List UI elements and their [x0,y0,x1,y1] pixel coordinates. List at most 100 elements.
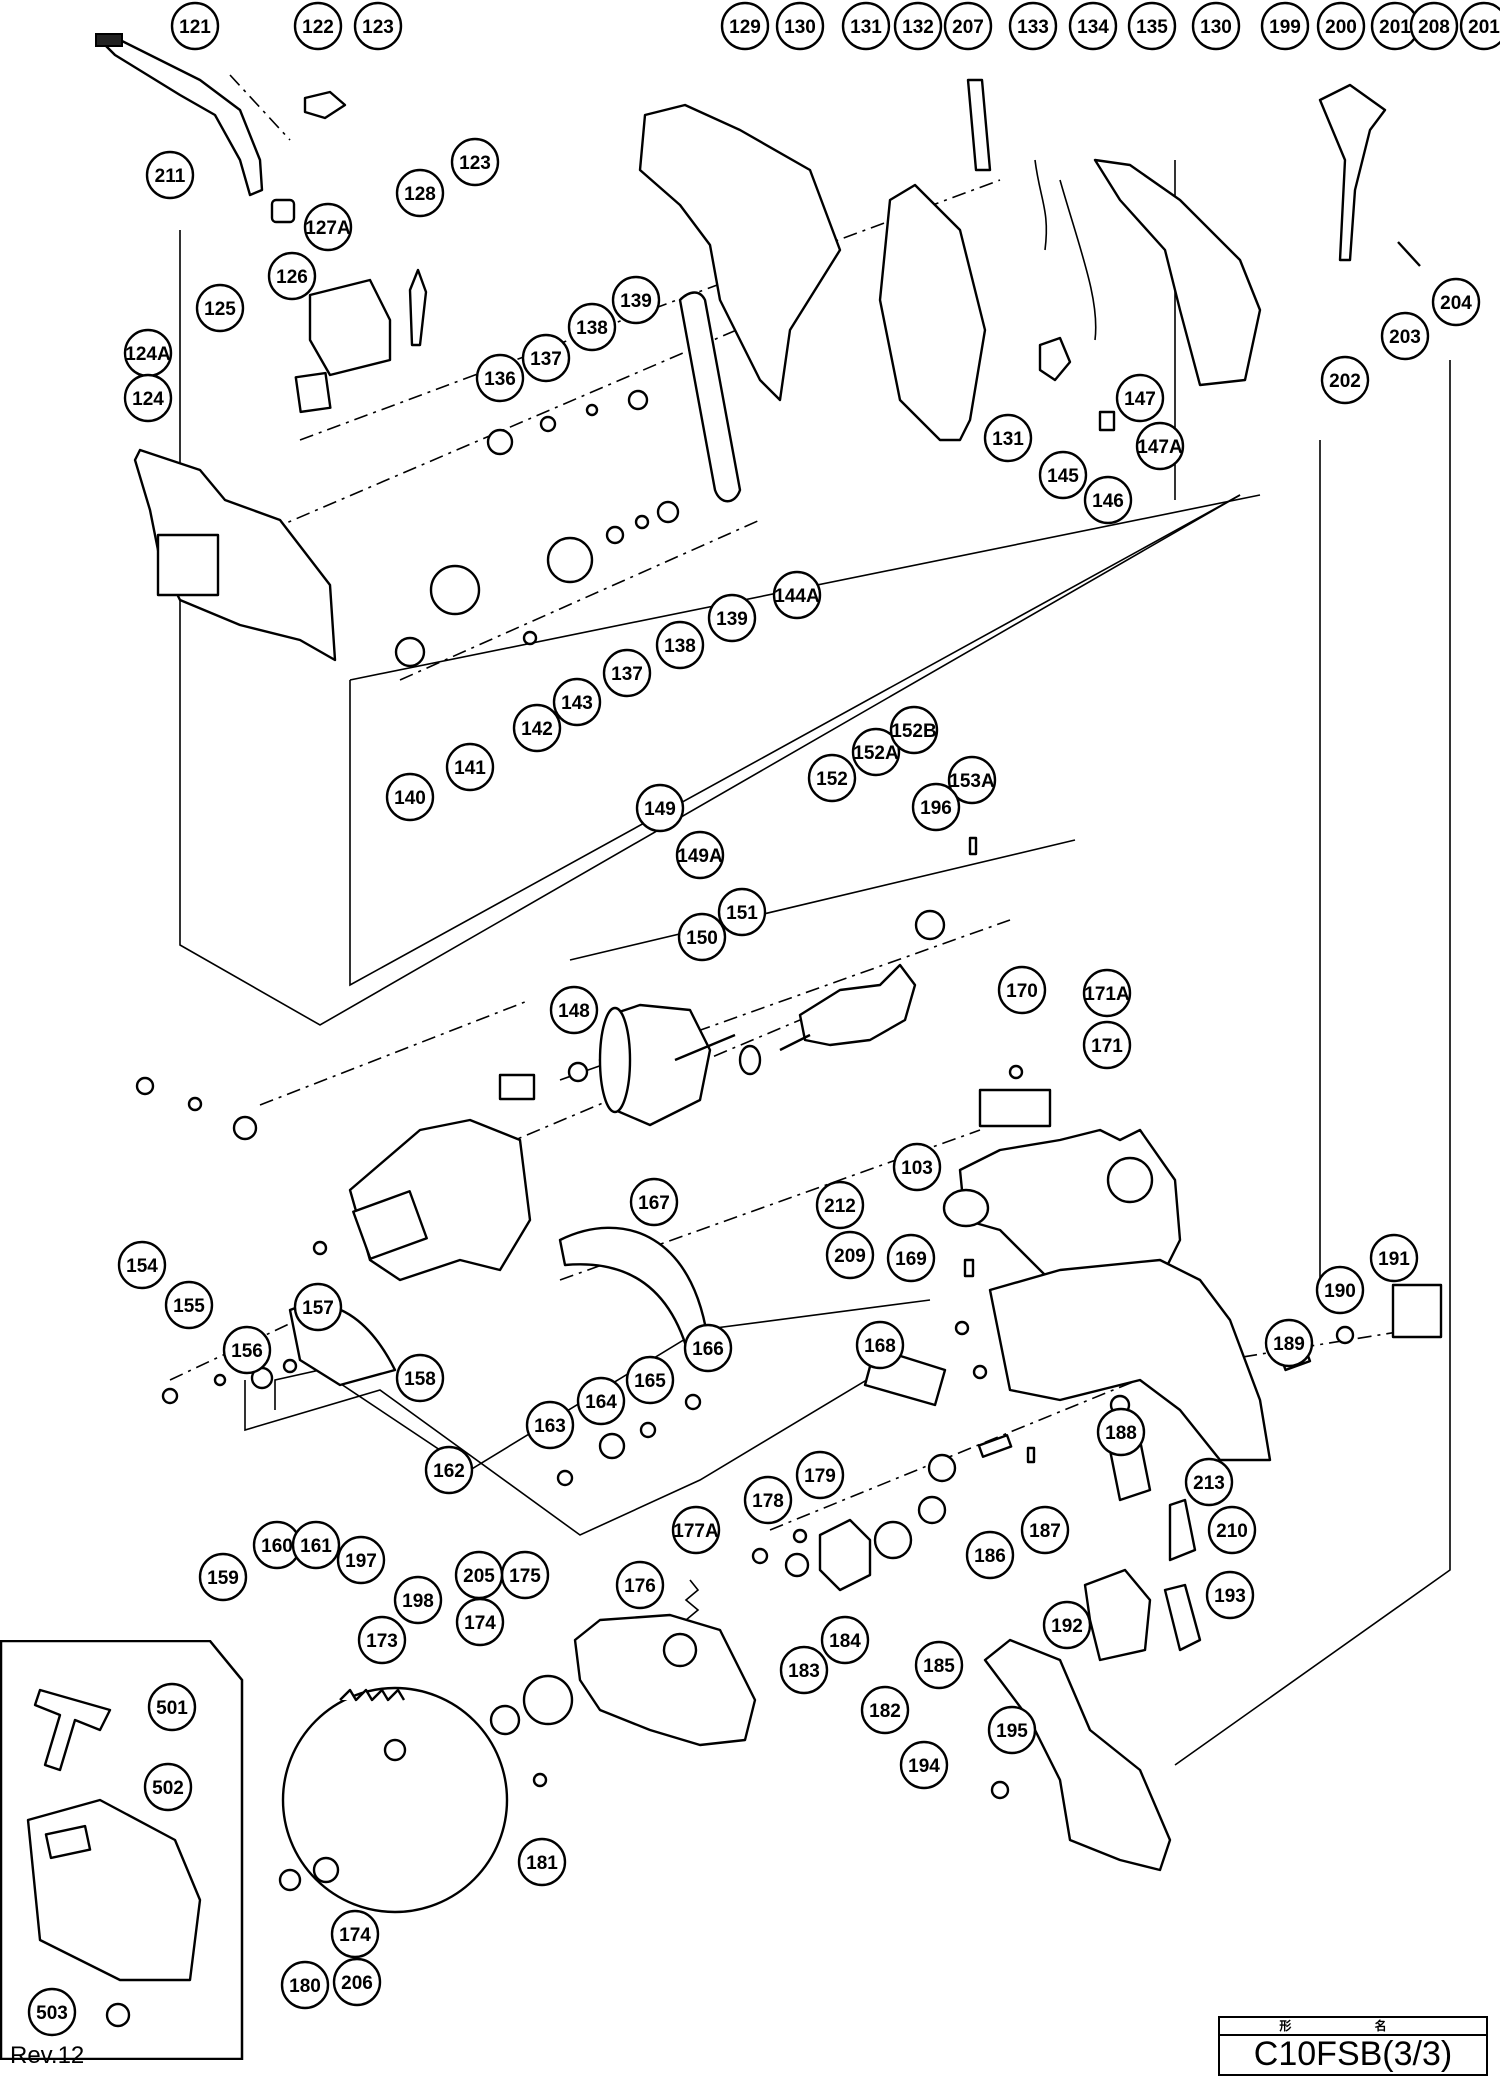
bolt-180 [278,1868,302,1892]
washer-137 [539,415,557,433]
callout-label: 163 [534,1416,566,1437]
callout-label: 128 [404,184,436,205]
callout-label: 130 [784,17,816,38]
ring-138 [585,403,599,417]
callout-label: 178 [752,1491,784,1512]
callout-label: 187 [1029,1521,1061,1542]
callout-164: 164 [576,1376,626,1426]
callout-label: 162 [433,1461,465,1482]
ring-138b [634,514,650,530]
callout-179: 179 [795,1450,845,1500]
cap-154 [135,1076,155,1096]
washer-151 [738,1044,762,1076]
callout-138: 138 [567,302,617,352]
callout-circle [267,251,317,301]
callout-label: 147 [1124,389,1156,410]
callout-label: 195 [996,1721,1028,1742]
washer-179 [792,1528,808,1544]
callout-123: 123 [353,1,403,51]
callout-label: 190 [1324,1281,1356,1302]
callout-160: 160 [252,1520,302,1570]
terminal [1098,410,1116,432]
callout-label: 159 [207,1568,239,1589]
washer-160 [213,1373,227,1387]
callout-label: 127A [305,218,351,239]
pulley-143 [546,536,594,584]
callout-label: 501 [156,1698,188,1719]
callout-circle [424,1445,474,1495]
callout-circle [332,1957,382,2007]
spindle-boss [942,1188,990,1228]
callout-label: 143 [561,693,593,714]
callout-circle [615,1560,665,1610]
callout-label: 192 [1051,1616,1083,1637]
connector [1038,336,1072,382]
callout-label: 103 [901,1158,933,1179]
part-shapes [26,33,1443,2028]
callout-label: 153A [949,771,995,792]
callout-194: 194 [899,1740,949,1790]
armature [798,963,917,1047]
callout-circle [1409,1,1459,51]
callout-circle [965,1530,1015,1580]
callout-186: 186 [965,1530,1015,1580]
callout-label: 139 [716,609,748,630]
callout-circle [164,1280,214,1330]
callout-195: 195 [987,1705,1037,1755]
callout-label: 182 [869,1701,901,1722]
callout-190: 190 [1315,1265,1365,1315]
callout-circle [145,150,195,200]
callout-label: 205 [463,1566,495,1587]
callout-183: 183 [779,1645,829,1695]
callout-170: 170 [997,965,1047,1015]
callout-circle [1315,1265,1365,1315]
callout-212: 212 [815,1180,865,1230]
callout-label: 152B [891,721,936,742]
callout-127A: 127A [303,202,353,252]
callout-circle [357,1615,407,1665]
callout-circle [552,677,602,727]
callout-circle [947,755,997,805]
callout-circle [1205,1570,1255,1620]
callout-192: 192 [1042,1600,1092,1650]
screw-142 [522,630,538,646]
callout-circle [886,1233,936,1283]
callout-label: 188 [1105,1423,1137,1444]
callout-label: 189 [1273,1334,1305,1355]
callout-155: 155 [164,1280,214,1330]
callout-208: 208 [1409,1,1459,51]
callout-circle [353,1,403,51]
key-153A [968,836,978,856]
callout-143: 143 [552,677,602,727]
callout-label: 148 [558,1001,590,1022]
callout-label: 137 [611,664,643,685]
callout-circle [841,1,891,51]
callout-circle [1264,1318,1314,1368]
callout-circle [567,302,617,352]
callout-144A: 144A [772,570,822,620]
callout-circle [1207,1505,1257,1555]
callout-188: 188 [1096,1407,1146,1457]
callout-147A: 147A [1135,421,1185,471]
callout-label: 199 [1269,17,1301,38]
callout-label: 132 [902,17,934,38]
callout-label: 150 [686,928,718,949]
callout-circle [655,620,705,670]
callout-163: 163 [525,1400,575,1450]
callout-label: 198 [402,1591,434,1612]
callout-circle [855,1320,905,1370]
callout-circle [123,373,173,423]
callout-label: 209 [834,1246,866,1267]
accessory-inset-box [0,1639,262,2061]
title-block: 形 名 C10FSB(3/3) [1218,2016,1488,2076]
bearing-196 [914,909,946,941]
callout-167: 167 [629,1177,679,1227]
callout-label: 138 [664,636,696,657]
callout-103: 103 [892,1142,942,1192]
callout-circle [820,1615,870,1665]
power-cord [98,38,264,197]
callout-label: 203 [1389,327,1421,348]
callout-169: 169 [886,1233,936,1283]
callout-124A: 124A [123,328,173,378]
